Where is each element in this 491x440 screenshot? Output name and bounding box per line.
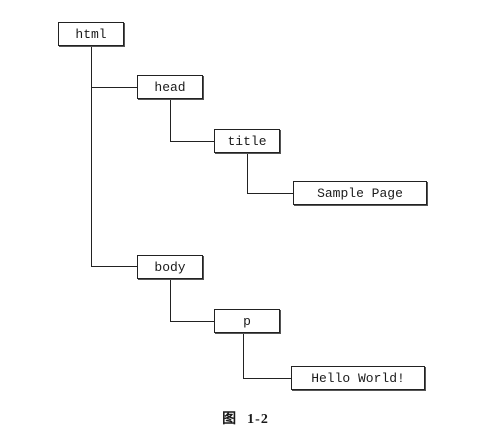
connector-body-p	[170, 321, 214, 322]
connector-title-text	[247, 193, 293, 194]
connector-head-trunk	[170, 100, 171, 141]
figure-caption-number: 1-2	[247, 412, 269, 427]
node-title: title	[214, 129, 280, 153]
connector-title-trunk	[247, 154, 248, 193]
connector-body-trunk	[170, 279, 171, 321]
connector-head-title	[170, 141, 214, 142]
node-body: body	[137, 255, 203, 279]
connector-html-body	[91, 266, 137, 267]
connector-p-trunk	[243, 334, 244, 378]
figure-caption: 图 1-2	[0, 408, 491, 428]
connector-p-text	[243, 378, 291, 379]
node-p-text: Hello World!	[291, 366, 425, 390]
node-html: html	[58, 22, 124, 46]
node-p: p	[214, 309, 280, 333]
connector-html-trunk	[91, 46, 92, 266]
connector-html-head	[91, 87, 137, 88]
figure-caption-word: 图	[222, 412, 238, 427]
node-head: head	[137, 75, 203, 99]
node-title-text: Sample Page	[293, 181, 427, 205]
